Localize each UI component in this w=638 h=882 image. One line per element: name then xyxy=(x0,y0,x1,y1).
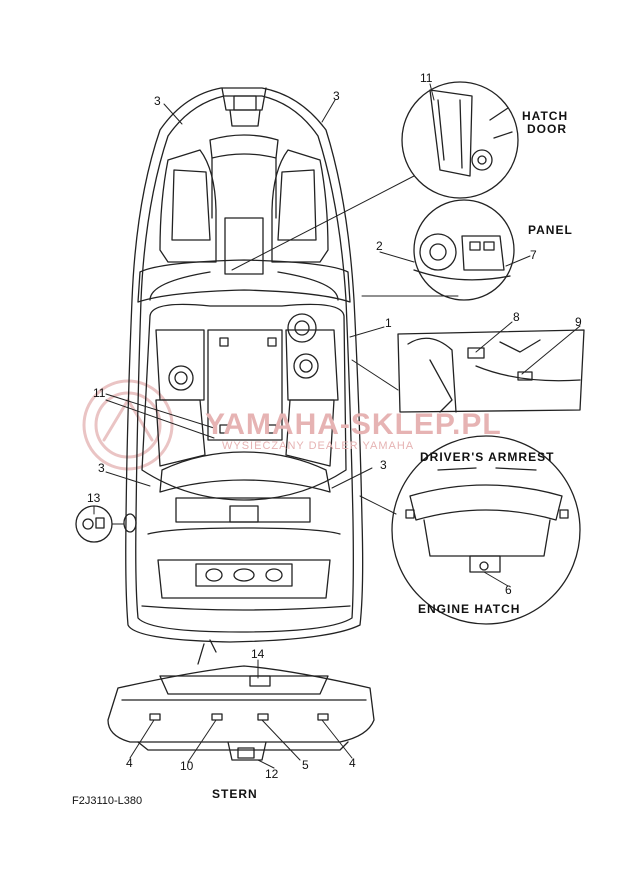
part-13-detail xyxy=(75,505,137,543)
callout-5: 5 xyxy=(302,758,309,772)
caption-stern: STERN xyxy=(212,787,258,801)
callout-6: 6 xyxy=(505,583,512,597)
hatch-door-detail xyxy=(401,81,519,199)
caption-drivers-armrest: DRIVER'S ARMREST xyxy=(420,450,555,464)
caption-door: DOOR xyxy=(527,122,567,136)
callout-4-left: 4 xyxy=(126,756,133,770)
stern-view xyxy=(107,639,375,761)
caption-hatch: HATCH xyxy=(522,109,569,123)
boat-top-view xyxy=(125,87,364,643)
callout-3-side-right: 3 xyxy=(380,458,387,472)
callout-8: 8 xyxy=(513,310,520,324)
leader-lines xyxy=(93,83,581,769)
figure-code: F2J3110-L380 xyxy=(72,795,143,807)
drivers-armrest-detail xyxy=(397,329,585,413)
callout-1: 1 xyxy=(385,316,392,330)
callout-10: 10 xyxy=(180,759,194,773)
callout-11-hatch: 11 xyxy=(420,71,433,85)
callout-12: 12 xyxy=(265,767,279,781)
engine-hatch-detail xyxy=(391,435,581,625)
panel-detail xyxy=(413,199,515,301)
callout-14: 14 xyxy=(251,647,265,661)
watermark-text: YAMAHA-SKLEP.PL xyxy=(205,408,502,441)
callout-3-bow-right: 3 xyxy=(333,89,340,103)
callout-7: 7 xyxy=(530,248,537,262)
caption-engine-hatch: ENGINE HATCH xyxy=(418,602,521,616)
callout-2: 2 xyxy=(376,239,383,253)
callout-11-cockpit: 11 xyxy=(93,386,106,400)
callout-9: 9 xyxy=(575,315,582,329)
callout-3-bow-left: 3 xyxy=(154,94,161,108)
caption-panel: PANEL xyxy=(528,223,573,237)
watermark-subtext: WYSIECZANY DEALER YAMAHA xyxy=(222,440,415,452)
callout-13: 13 xyxy=(87,491,101,505)
callout-3-side-left: 3 xyxy=(98,461,105,475)
callout-4-right: 4 xyxy=(349,756,356,770)
